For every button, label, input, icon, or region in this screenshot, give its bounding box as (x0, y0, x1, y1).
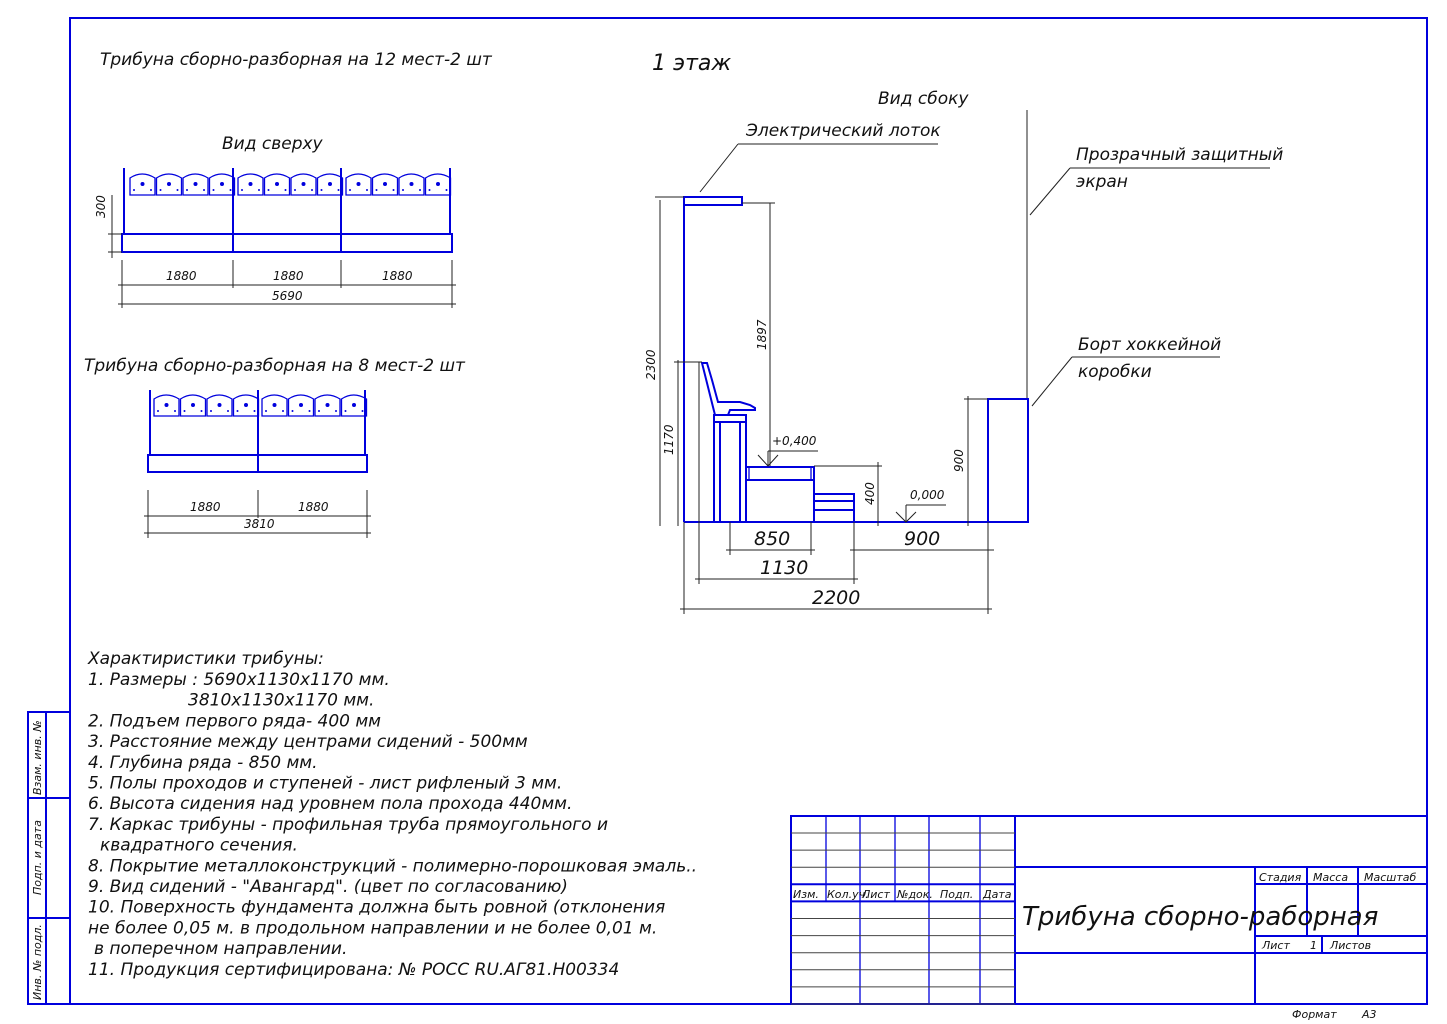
mass-label: Масса (1313, 871, 1348, 884)
scale-label: Масштаб (1364, 871, 1416, 884)
seat-icon (232, 394, 260, 417)
spec-line: 2. Подъем первого ряда- 400 мм (88, 711, 381, 731)
column-header: Подп. (940, 888, 973, 901)
seat-icon (208, 173, 236, 196)
top-view-label: Вид сверху (222, 134, 324, 154)
spec-line: 7. Каркас трибуны - профильная труба пря… (88, 815, 608, 835)
seat-icon (287, 394, 315, 417)
level-top: +0,400 (772, 434, 817, 448)
dim-section: 1880 (298, 500, 329, 514)
dim-section: 1880 (190, 500, 221, 514)
dim-900-vertical: 900 (952, 449, 966, 472)
spec-line: 5. Полы проходов и ступеней - лист рифле… (88, 774, 562, 794)
stage-label: Стадия (1259, 871, 1302, 884)
spec-line: в поперечном направлении. (94, 939, 347, 959)
sheet-number: 1 (1310, 939, 1317, 952)
sheet-label: Лист (1261, 939, 1290, 952)
seat-icon (314, 394, 341, 417)
spec-line: 6. Высота сидения над уровнем пола прохо… (88, 794, 572, 814)
level-zero: 0,000 (910, 488, 945, 502)
dim-section: 1880 (273, 269, 304, 283)
side-view: 1 этаж Вид сбоку Электрический лоток Про… (644, 51, 1283, 614)
seat-icon (290, 173, 317, 196)
dim-total: 5690 (272, 289, 303, 303)
seat-icon (424, 173, 452, 196)
side-view-label: Вид сбоку (878, 89, 969, 109)
callout-screen: Прозрачный защитный (1076, 145, 1283, 165)
callout-screen: экран (1076, 172, 1128, 192)
spec-line: 8. Покрытие металлоконструкций - полимер… (88, 856, 697, 876)
spec-line: квадратного сечения. (100, 836, 298, 856)
seat-icon (206, 394, 233, 417)
side-stamp: Взам. инв. № Подп. и дата Инв. № подл. (27, 711, 71, 1005)
column-header: Лист (861, 888, 890, 901)
spec-line: 3810х1130х1170 мм. (188, 691, 374, 711)
format-value: А3 (1361, 1008, 1377, 1021)
column-header: Кол.уч. (827, 888, 869, 901)
dim-section: 1880 (166, 269, 197, 283)
spec-line: 10. Поверхность фундамента должна быть р… (88, 898, 665, 918)
dim-1897: 1897 (755, 319, 769, 350)
floor-title: 1 этаж (652, 51, 731, 76)
sheets-label: Листов (1329, 939, 1371, 952)
stamp-label: Инв. № подл. (31, 924, 44, 1000)
specifications: Характиристики трибуны: 1. Размеры : 569… (87, 649, 697, 980)
spec-line: 11. Продукция сертифицирована: № РОСС RU… (88, 960, 619, 980)
seat-icon (237, 173, 264, 196)
seat-icon (153, 394, 180, 417)
seat-icon (316, 173, 344, 196)
seat-icon (263, 173, 291, 196)
dim-900-horizontal: 900 (904, 528, 940, 550)
format-label: Формат (1292, 1008, 1337, 1021)
spec-line: не более 0,05 м. в продольном направлени… (88, 918, 657, 938)
spec-line: 1. Размеры : 5690х1130х1170 мм. (88, 670, 390, 690)
seat-icon (340, 394, 368, 417)
callout-tray: Электрический лоток (745, 121, 941, 141)
seat-icon (371, 173, 399, 196)
seat-icon (155, 173, 183, 196)
sheet-frame (69, 17, 1428, 1005)
dim-1130: 1130 (760, 557, 808, 579)
callout-board: Борт хоккейной (1078, 335, 1221, 355)
stamp-label: Взам. инв. № (31, 720, 44, 795)
stamp-label: Подп. и дата (31, 820, 44, 895)
dim-2200: 2200 (812, 587, 860, 609)
dim-total: 3810 (244, 517, 275, 531)
seat-icon (398, 173, 425, 196)
column-header: Дата (982, 888, 1012, 901)
seat-icon (345, 173, 372, 196)
seat-icon (261, 394, 288, 417)
dim-2300: 2300 (644, 349, 658, 380)
callout-board: коробки (1078, 362, 1152, 382)
dim-1170: 1170 (662, 424, 676, 455)
dim-850: 850 (754, 528, 790, 550)
spec-line: 9. Вид сидений - "Авангард". (цвет по со… (88, 877, 568, 897)
dim-depth: 300 (94, 195, 108, 218)
tribune8-title: Трибуна сборно-разборная на 8 мест-2 шт (84, 356, 466, 376)
dim-400: 400 (863, 482, 877, 505)
seat-icon (182, 173, 209, 196)
spec-line: 4. Глубина ряда - 850 мм. (88, 753, 318, 773)
tribune-12-top-view: Трибуна сборно-разборная на 12 мест-2 шт… (94, 50, 493, 308)
column-header: №док. (896, 888, 933, 901)
specs-heading: Характиристики трибуны: (87, 649, 324, 669)
seat-icon (179, 394, 207, 417)
tribune-8-top-view: Трибуна сборно-разборная на 8 мест-2 шт … (84, 356, 466, 538)
drawing-title: Трибуна сборно-раборная (1022, 902, 1378, 932)
dim-section: 1880 (382, 269, 413, 283)
spec-line: 3. Расстояние между центрами сидений - 5… (88, 732, 528, 752)
tribune12-title: Трибуна сборно-разборная на 12 мест-2 шт (100, 50, 493, 70)
column-header: Изм. (793, 888, 819, 901)
seat-icon (129, 173, 156, 196)
